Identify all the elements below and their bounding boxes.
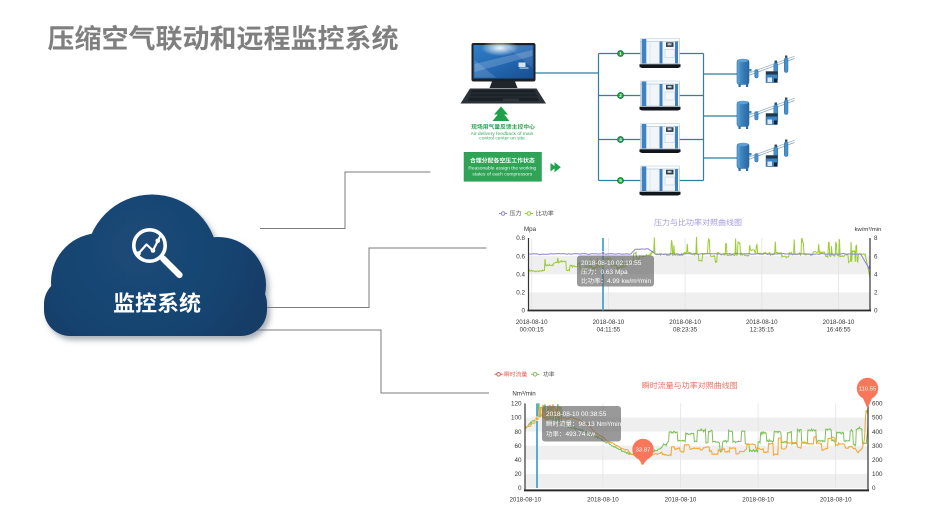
- svg-text:40: 40: [514, 457, 522, 464]
- svg-text:Mpa: Mpa: [524, 226, 537, 233]
- svg-text:0.4: 0.4: [516, 271, 525, 278]
- svg-text:0.63 Mpa: 0.63 Mpa: [601, 269, 628, 276]
- svg-text:100: 100: [872, 471, 883, 478]
- svg-text:control center on site: control center on site: [479, 135, 525, 141]
- svg-text:493.74 kw: 493.74 kw: [566, 431, 596, 438]
- svg-text:2018-08-10: 2018-08-10: [593, 319, 625, 326]
- svg-text:2018-08-10: 2018-08-10: [587, 496, 619, 503]
- svg-text:00:00:15: 00:00:15: [520, 326, 545, 333]
- svg-text:2: 2: [619, 93, 622, 98]
- svg-text:4: 4: [619, 137, 622, 142]
- svg-text:0: 0: [874, 308, 878, 315]
- svg-text:2018-08-10: 2018-08-10: [820, 496, 852, 503]
- svg-text:33.87: 33.87: [636, 448, 651, 454]
- svg-text:kw/m³/min: kw/m³/min: [855, 227, 882, 233]
- svg-text:0: 0: [521, 308, 525, 315]
- svg-text:Nm³/min: Nm³/min: [512, 391, 536, 398]
- svg-text:6: 6: [874, 253, 878, 260]
- svg-text:0: 0: [518, 485, 522, 492]
- svg-text:2018-08-10 02:19:55: 2018-08-10 02:19:55: [581, 260, 642, 267]
- svg-text:states of each compressors: states of each compressors: [472, 172, 532, 178]
- svg-text:08:23:35: 08:23:35: [673, 326, 698, 333]
- svg-text:2018-08-10: 2018-08-10: [746, 319, 778, 326]
- svg-text:Air delivery feedback of main: Air delivery feedback of main: [471, 131, 534, 137]
- svg-text:400: 400: [872, 429, 883, 436]
- svg-text:16:46:55: 16:46:55: [826, 326, 851, 333]
- svg-text:12:35:15: 12:35:15: [750, 326, 775, 333]
- svg-text:2018-08-10: 2018-08-10: [665, 496, 697, 503]
- svg-text:0.2: 0.2: [516, 290, 525, 297]
- svg-text:8: 8: [874, 235, 878, 242]
- svg-text:0.8: 0.8: [516, 235, 525, 242]
- svg-text:0.6: 0.6: [516, 253, 525, 260]
- svg-text:2018-08-10: 2018-08-10: [823, 319, 855, 326]
- svg-text:2018-08-10: 2018-08-10: [509, 496, 541, 503]
- svg-text:2018-08-10: 2018-08-10: [669, 319, 701, 326]
- svg-text:120: 120: [511, 401, 522, 408]
- svg-text:4.99 kw/m³/min: 4.99 kw/m³/min: [607, 278, 651, 285]
- svg-text:200: 200: [872, 457, 883, 464]
- svg-text:1: 1: [619, 51, 622, 56]
- svg-text:2018-08-10: 2018-08-10: [742, 496, 774, 503]
- svg-text:20: 20: [514, 471, 522, 478]
- svg-text:98.13 Nm³/min: 98.13 Nm³/min: [579, 421, 622, 428]
- svg-text:0: 0: [872, 485, 876, 492]
- svg-text:2: 2: [874, 290, 878, 297]
- svg-text:Reasonable assign the working: Reasonable assign the working: [468, 166, 536, 172]
- svg-text:500: 500: [872, 415, 883, 422]
- svg-text:04:11:55: 04:11:55: [597, 326, 621, 333]
- svg-text:2018-08-10: 2018-08-10: [516, 319, 548, 326]
- svg-text:4: 4: [874, 271, 878, 278]
- svg-text:300: 300: [872, 443, 883, 450]
- svg-text:2018-08-10 00:38:55: 2018-08-10 00:38:55: [546, 411, 607, 418]
- svg-text:80: 80: [514, 429, 522, 436]
- svg-text:100: 100: [511, 415, 522, 422]
- svg-text:60: 60: [514, 443, 522, 450]
- svg-text:110.55: 110.55: [859, 387, 877, 393]
- svg-text:600: 600: [872, 401, 883, 408]
- svg-text:5: 5: [619, 178, 622, 183]
